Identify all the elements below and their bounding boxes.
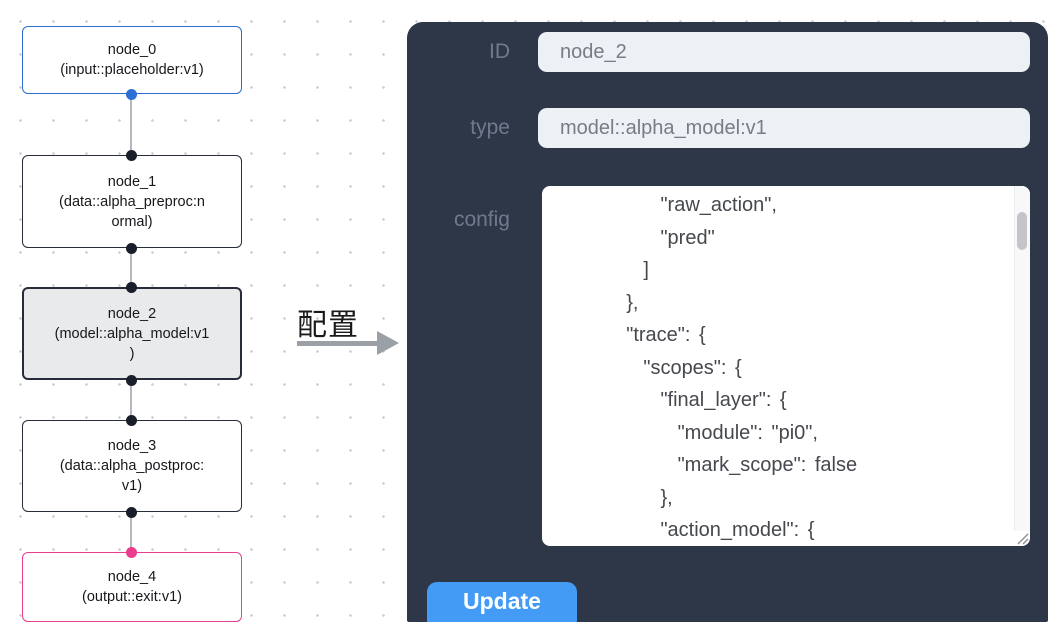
connection-handle-node1-top[interactable] xyxy=(126,150,137,161)
connection-handle-node3-bottom[interactable] xyxy=(126,507,137,518)
type-field-label: type xyxy=(470,116,510,139)
edge-node2-node3 xyxy=(130,380,132,420)
config-scrollbar-thumb[interactable] xyxy=(1017,212,1027,250)
id-field-label: ID xyxy=(489,40,510,63)
flow-node-node_0[interactable]: node_0 (input::placeholder:v1) xyxy=(22,26,242,94)
flow-node-node_3[interactable]: node_3 (data::alpha_postproc: v1) xyxy=(22,420,242,512)
connection-handle-node0-bottom[interactable] xyxy=(126,89,137,100)
node-config-panel: ID type config "raw_action", "pred" ] },… xyxy=(407,22,1048,622)
connection-handle-node3-top[interactable] xyxy=(126,415,137,426)
type-input[interactable] xyxy=(538,108,1030,148)
connection-handle-node1-bottom[interactable] xyxy=(126,243,137,254)
transition-label: 配置 xyxy=(297,309,359,342)
connection-handle-node2-bottom[interactable] xyxy=(126,375,137,386)
config-json-content: "raw_action", "pred" ] }, "trace": { "sc… xyxy=(626,194,858,541)
edge-node1-node2 xyxy=(130,248,132,287)
config-scrollbar-track[interactable] xyxy=(1014,186,1030,531)
connection-handle-node4-top[interactable] xyxy=(126,547,137,558)
update-button[interactable]: Update xyxy=(427,582,577,622)
config-field-label: config xyxy=(453,208,510,231)
right-arrow-icon xyxy=(377,331,399,355)
connection-handle-node2-top[interactable] xyxy=(126,282,137,293)
flow-node-node_2-selected[interactable]: node_2 (model::alpha_model:v1 ) xyxy=(22,287,242,380)
right-arrow-shaft xyxy=(297,341,379,346)
resize-grip-icon[interactable] xyxy=(1015,531,1029,545)
flow-node-node_4[interactable]: node_4 (output::exit:v1) xyxy=(22,552,242,622)
flow-node-node_1[interactable]: node_1 (data::alpha_preproc:n ormal) xyxy=(22,155,242,248)
id-input[interactable] xyxy=(538,32,1030,72)
config-textarea[interactable]: "raw_action", "pred" ] }, "trace": { "sc… xyxy=(542,186,1030,546)
edge-node0-node1 xyxy=(130,94,132,155)
edge-node3-node4 xyxy=(130,512,132,552)
